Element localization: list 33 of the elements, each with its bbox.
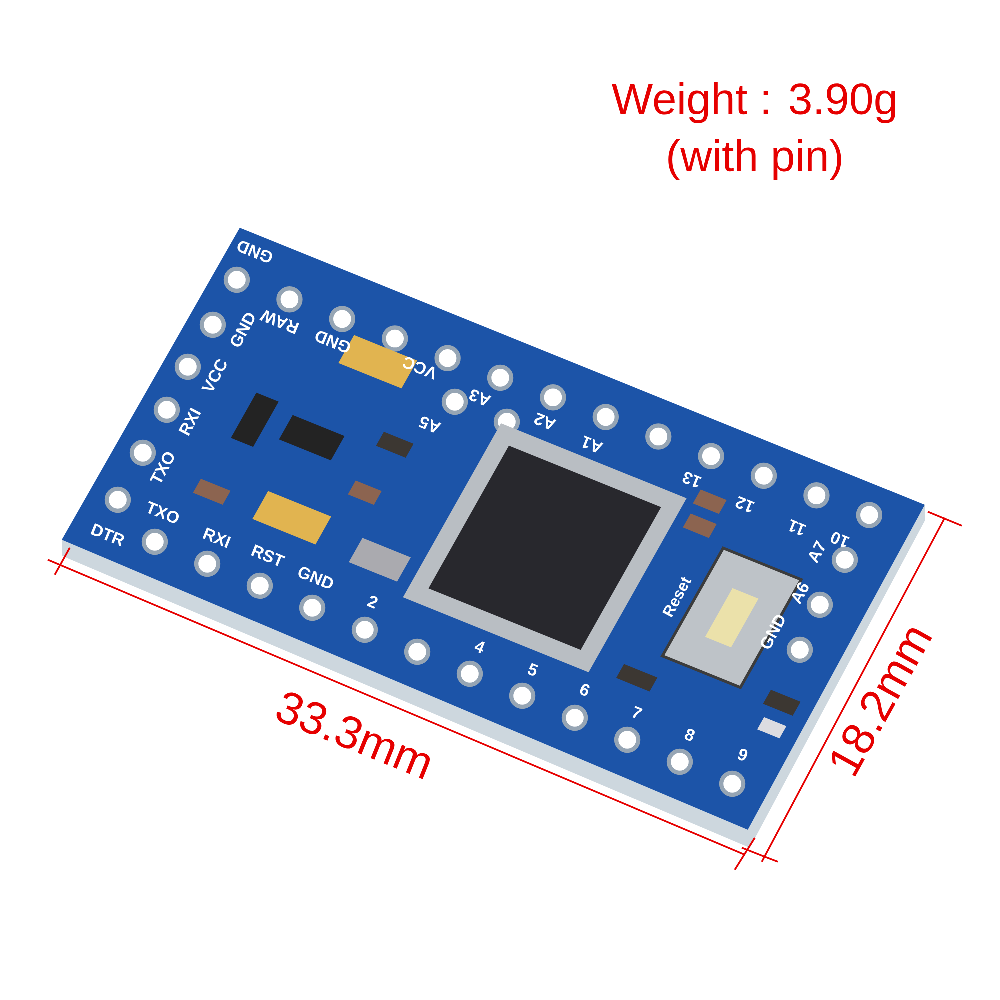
- pin-label: RXI: [202, 528, 232, 548]
- pin-label: 12: [736, 496, 755, 512]
- pin-label: RXI: [178, 408, 202, 436]
- weight-note: (with pin): [668, 139, 842, 180]
- pin-label: RAW: [260, 310, 300, 334]
- pin-label: GND: [231, 313, 255, 347]
- pin-label: 8: [684, 729, 695, 742]
- pin-label: 9: [738, 749, 748, 761]
- pin-label: GND: [298, 567, 334, 588]
- pin-label: 2: [367, 596, 378, 609]
- pin-label: VCC: [403, 357, 435, 380]
- pin-label: GND: [316, 331, 350, 353]
- pin-label: 13: [682, 472, 702, 488]
- pin-label: 5: [528, 663, 538, 676]
- pin-label: RST: [251, 544, 286, 566]
- pin-label: VCC: [202, 359, 227, 391]
- pin-label: GND: [761, 615, 785, 649]
- pin-label: 7: [632, 706, 643, 718]
- pin-label: TXO: [150, 452, 174, 483]
- pin-label: 4: [474, 642, 485, 654]
- pin-label: A5: [418, 416, 442, 433]
- pin-label: A3: [470, 390, 492, 406]
- pin-label: A7: [808, 540, 826, 564]
- pin-label: GND: [238, 241, 272, 263]
- pin-label: A6: [792, 582, 809, 605]
- pin-label: 10: [831, 532, 850, 548]
- pin-label: TXO: [148, 501, 179, 524]
- weight-note: Weight : 3.90g: [612, 82, 896, 124]
- pin-label: 6: [580, 684, 590, 696]
- pin-label: DTR: [90, 523, 124, 547]
- pin-label: A2: [534, 412, 557, 430]
- pin-label: 11: [789, 519, 806, 536]
- pin-label: A1: [582, 436, 604, 453]
